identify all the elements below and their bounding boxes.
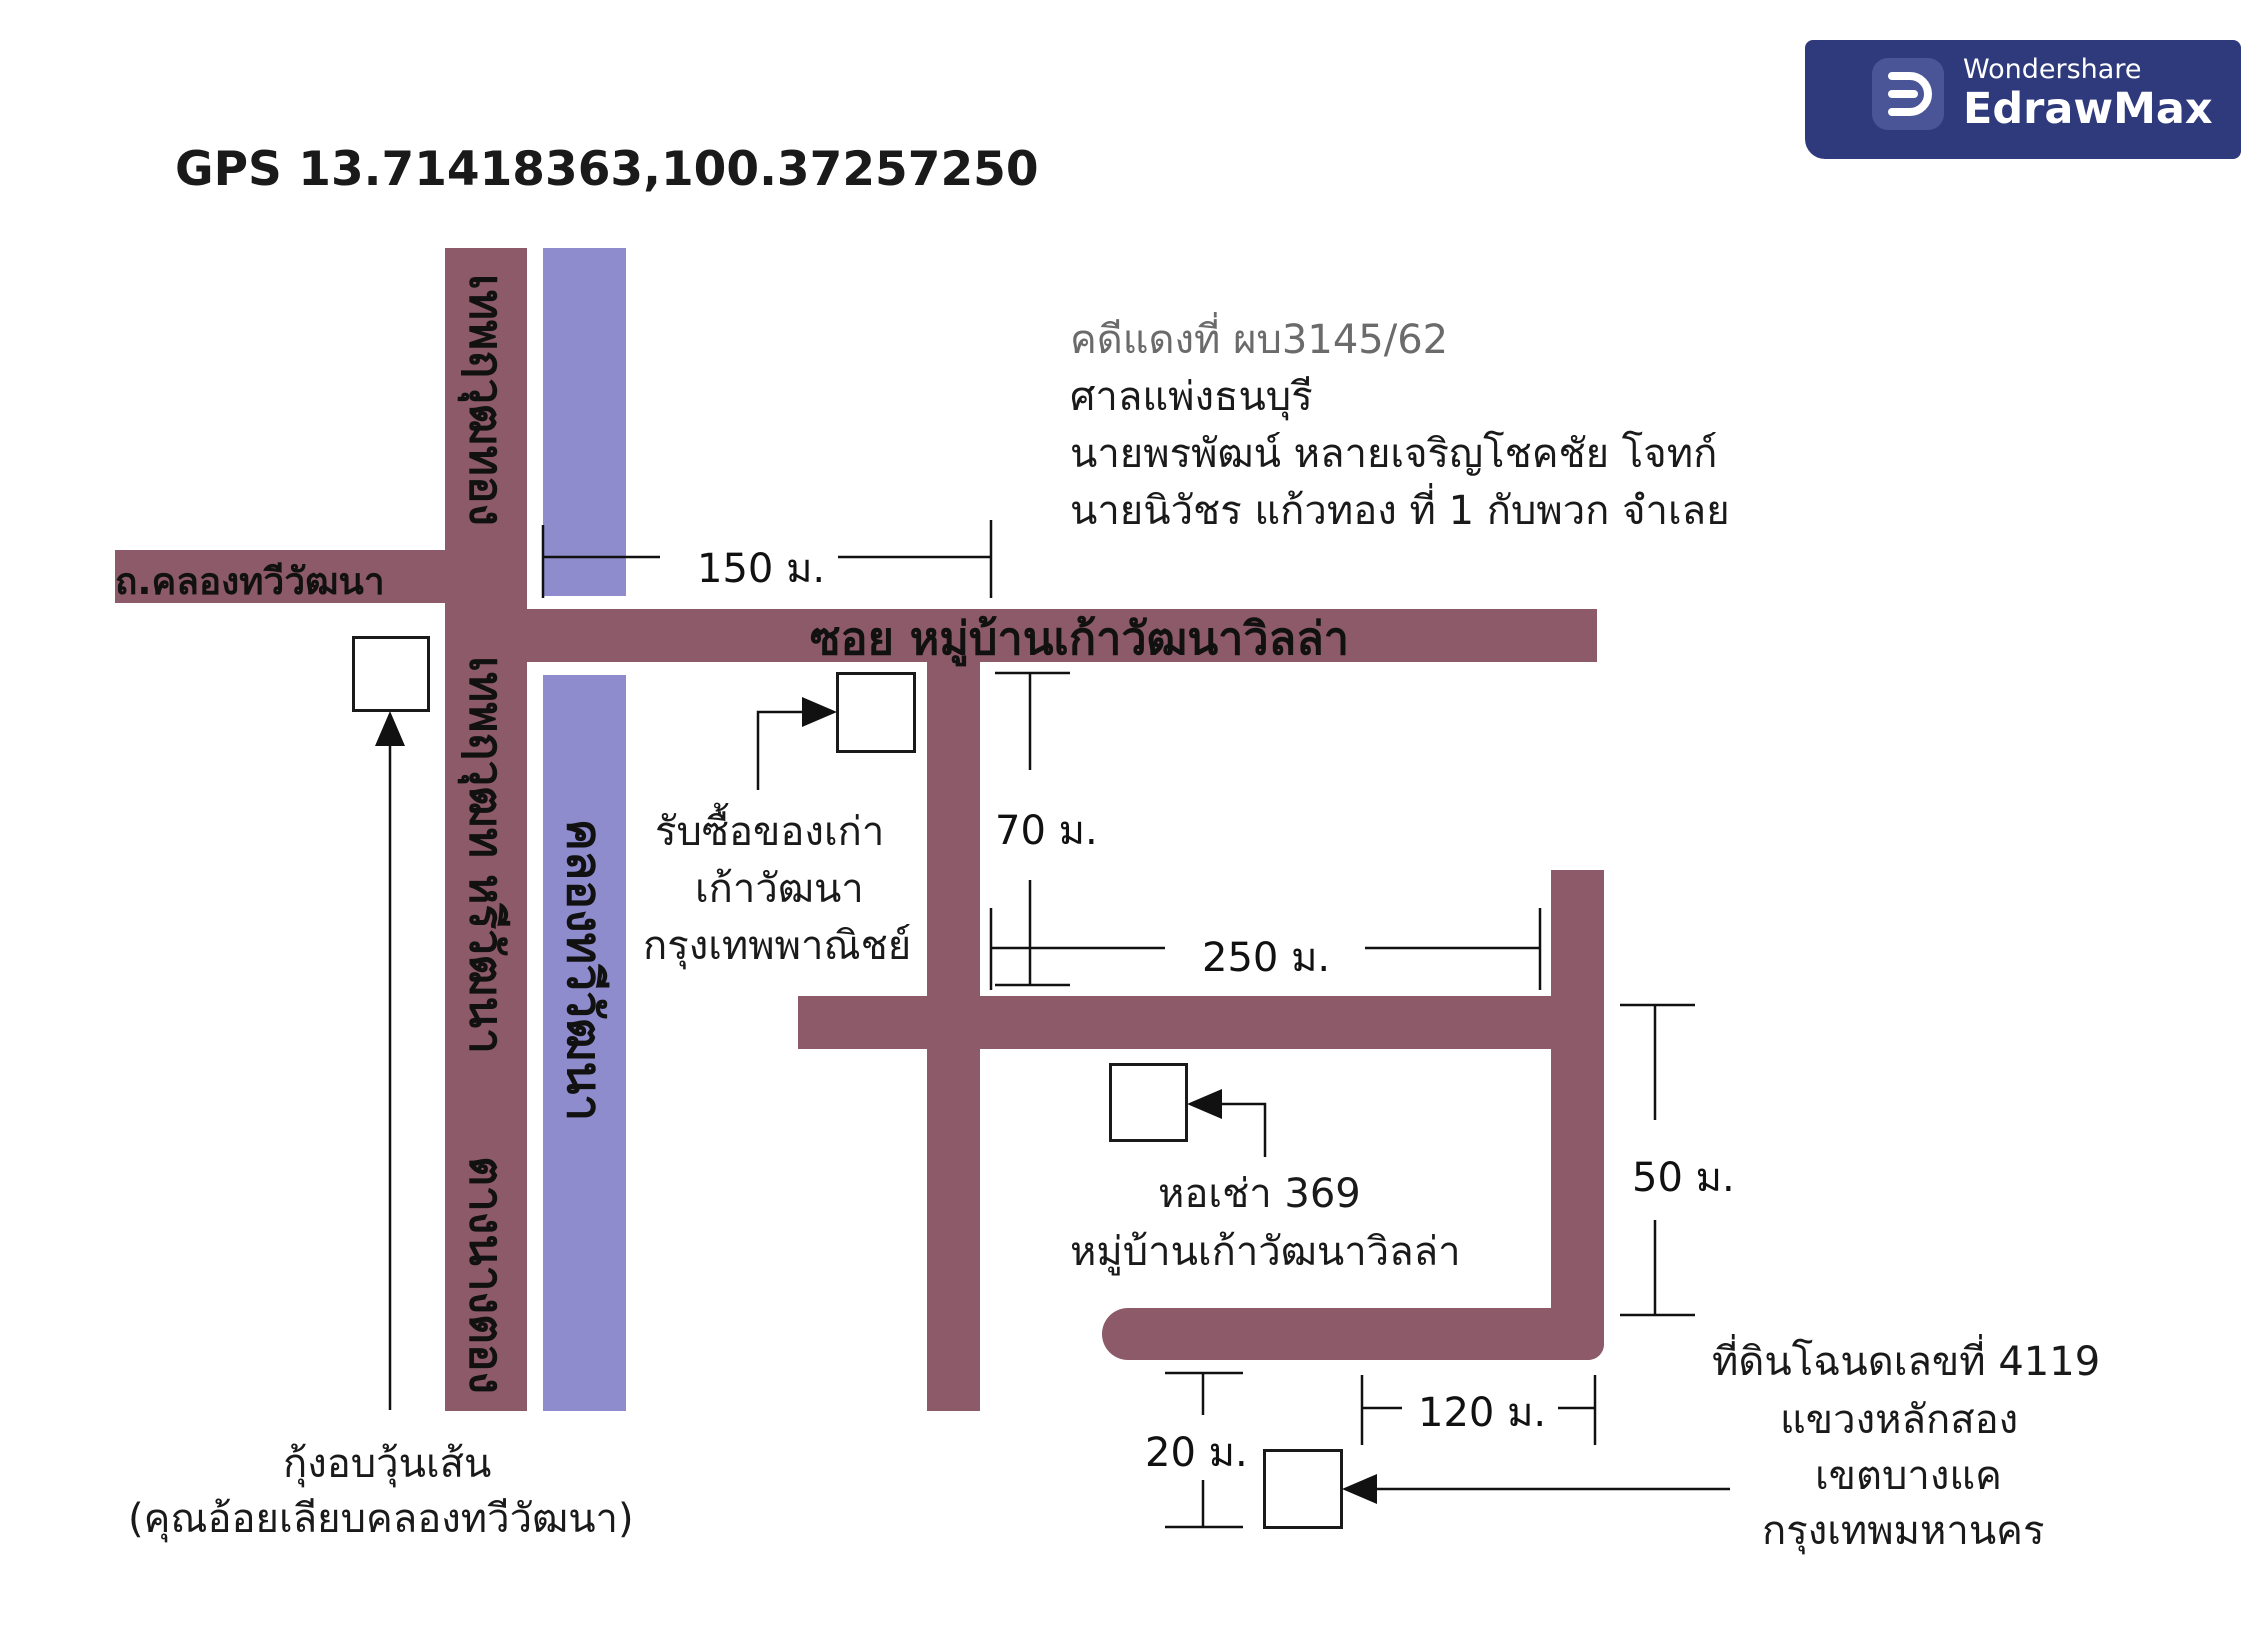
junk-shop-label-line2: เก้าวัฒนา [695,866,864,912]
gps-coordinates: GPS 13.71418363,100.37257250 [175,142,1039,197]
distance-70: 70 ม. [995,808,1098,854]
distance-150: 150 ม. [697,546,826,592]
badge-brand-big: EdrawMax [1963,84,2213,134]
land-label-line4: กรุงเทพมหานคร [1762,1508,2045,1554]
edrawmax-badge: Wondershare EdrawMax [1805,40,2241,159]
land-label-line3: เขตบางแค [1815,1453,2002,1499]
land-label-line1: ที่ดินโฉนดเลขที่ 4119 [1712,1339,2101,1385]
land-label-line2: แขวงหลักสอง [1780,1397,2019,1443]
edrawmax-logo-icon [1872,58,1944,130]
main-vertical-road [445,248,527,1411]
canal-top [543,248,626,596]
case-number: คดีแดงที่ ผบ3145/62 [1070,317,1449,363]
inner-horizontal-road [798,996,1553,1049]
distance-50: 50 ม. [1632,1155,1735,1201]
distance-120: 120 ม. [1418,1390,1547,1436]
restaurant-label-line2: (คุณอ้อยเลียบคลองทวีวัฒนา) [128,1496,634,1542]
distance-20: 20 ม. [1145,1430,1248,1476]
restaurant-marker [352,636,430,712]
dormitory-label-line1: หอเช่า 369 [1158,1171,1361,1217]
junk-shop-marker [836,672,916,753]
badge-brand-small: Wondershare [1963,54,2142,85]
left-road [115,550,450,603]
junk-shop-label-line3: กรุงเทพพาณิชย์ [643,923,912,969]
soi-label: ซอย หมู่บ้านเก้าวัฒนาวิลล่า [810,612,1350,665]
soi-road [527,609,1597,662]
plaintiff: นายพรพัฒน์ หลายเจริญโชคชัย โจทก์ [1070,431,1718,477]
right-vertical-road [1551,870,1604,1360]
defendant: นายนิวัชร แก้วทอง ที่ 1 กับพวก จำเลย [1070,488,1730,534]
bottom-road [1102,1308,1604,1360]
dormitory-marker [1109,1063,1188,1142]
canal-bottom [543,675,626,1411]
restaurant-label-line1: กุ้งอบวุ้นเส้น [283,1441,492,1487]
court-name: ศาลแพ่งธนบุรี [1070,374,1313,420]
land-plot-marker [1263,1449,1343,1529]
junk-shop-label-line1: รับซื้อของเก่า [655,809,885,855]
left-road-label: ถ.คลองทวีวัฒนา [115,560,385,603]
dormitory-label-line2: หมู่บ้านเก้าวัฒนาวิลล่า [1070,1229,1461,1275]
distance-250: 250 ม. [1202,935,1331,981]
